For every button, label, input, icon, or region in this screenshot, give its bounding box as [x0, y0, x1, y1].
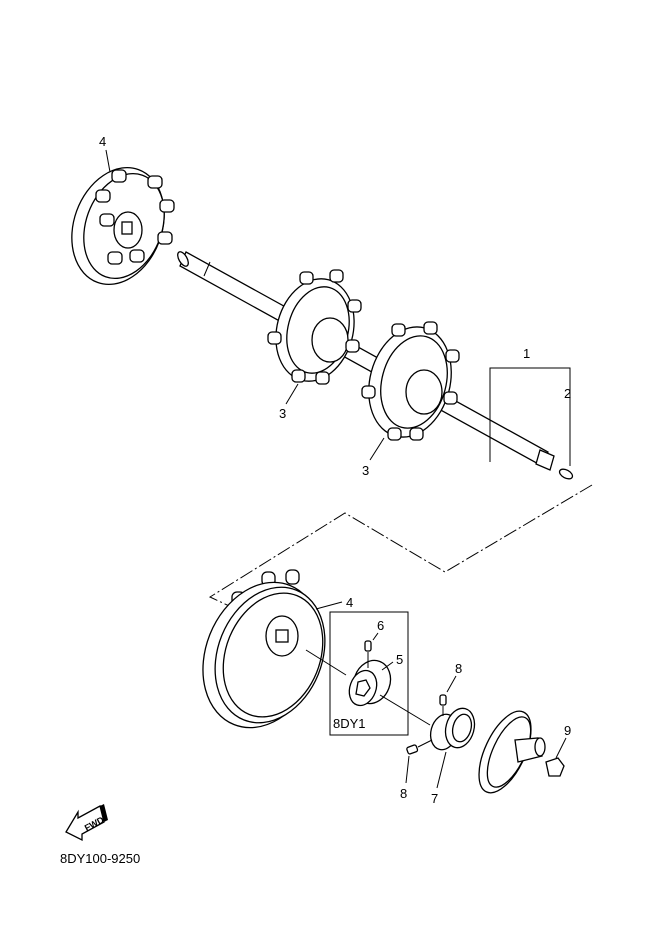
sprocket-top	[71, 166, 175, 286]
diagram-code: 8DY100-9250	[60, 851, 140, 866]
callout-9: 9	[564, 723, 571, 738]
callout-4-lower: 4	[346, 595, 353, 610]
callout-8-top: 8	[455, 661, 462, 676]
option-box-label: 8DY1	[333, 716, 366, 731]
callout-3-b: 3	[362, 463, 369, 478]
sprocket-b	[361, 321, 460, 441]
option-box	[329, 611, 409, 736]
bearing	[429, 707, 476, 751]
drive-shaft	[177, 251, 555, 471]
callout-5: 5	[396, 652, 403, 667]
drive-sprocket	[202, 569, 326, 729]
callout-6: 6	[377, 618, 384, 633]
callout-1: 1	[523, 346, 530, 361]
bearing-set-screw-bottom	[406, 744, 419, 755]
forward-direction-icon: FWD	[65, 804, 108, 842]
callout-2: 2	[564, 386, 571, 401]
collar	[348, 659, 392, 707]
bearing-set-screw-top	[439, 694, 447, 706]
callout-7: 7	[431, 791, 438, 806]
hub-flange	[478, 710, 546, 794]
callout-8-bottom: 8	[400, 786, 407, 801]
callout-3-a: 3	[279, 406, 286, 421]
callout-4-top: 4	[99, 134, 106, 149]
collar-set-screw	[364, 640, 372, 652]
assembly-line	[208, 484, 593, 611]
hub-nut	[545, 757, 565, 777]
sprocket-a	[267, 269, 362, 385]
shaft-pin	[558, 468, 574, 480]
